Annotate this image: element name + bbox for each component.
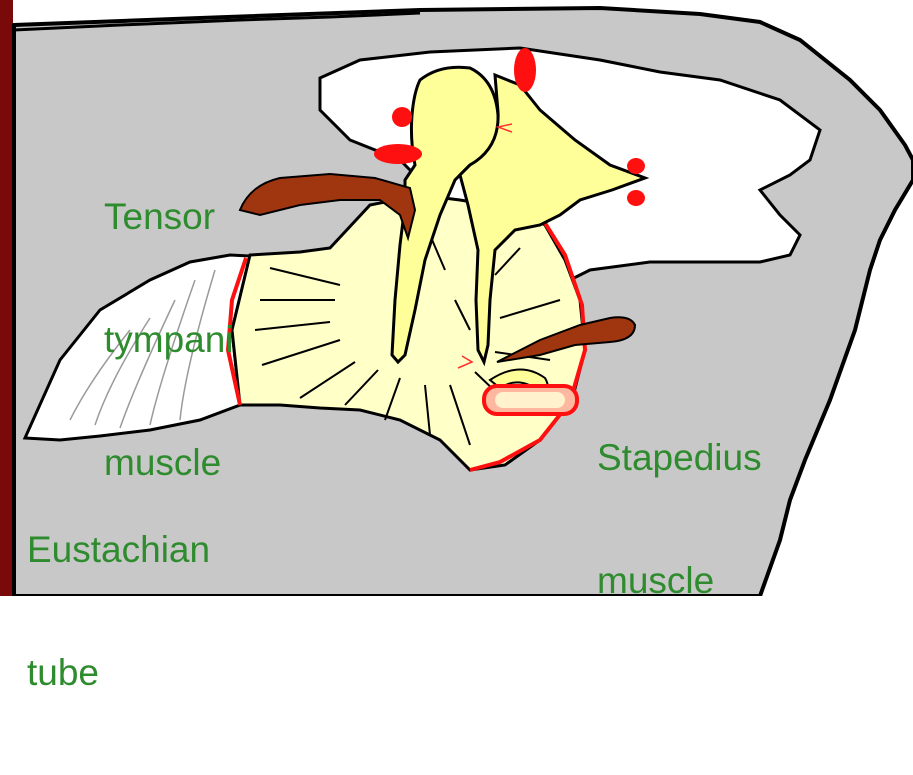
stapes-footplate-inner — [495, 392, 565, 408]
label-line: tympani — [104, 319, 234, 360]
frame-bar — [0, 0, 13, 596]
label-line: Eustachian — [27, 529, 210, 570]
label-eustachian-tube: Eustachian tube — [27, 447, 210, 775]
label-line: Stapedius — [597, 437, 762, 478]
label-line: Tensor — [104, 196, 234, 237]
label-stapedius-muscle: Stapedius muscle — [597, 355, 762, 683]
label-line: tube — [27, 652, 210, 693]
label-line: muscle — [597, 560, 762, 601]
ear-diagram: Tensor tympani muscle Stapedius muscle E… — [0, 0, 913, 596]
